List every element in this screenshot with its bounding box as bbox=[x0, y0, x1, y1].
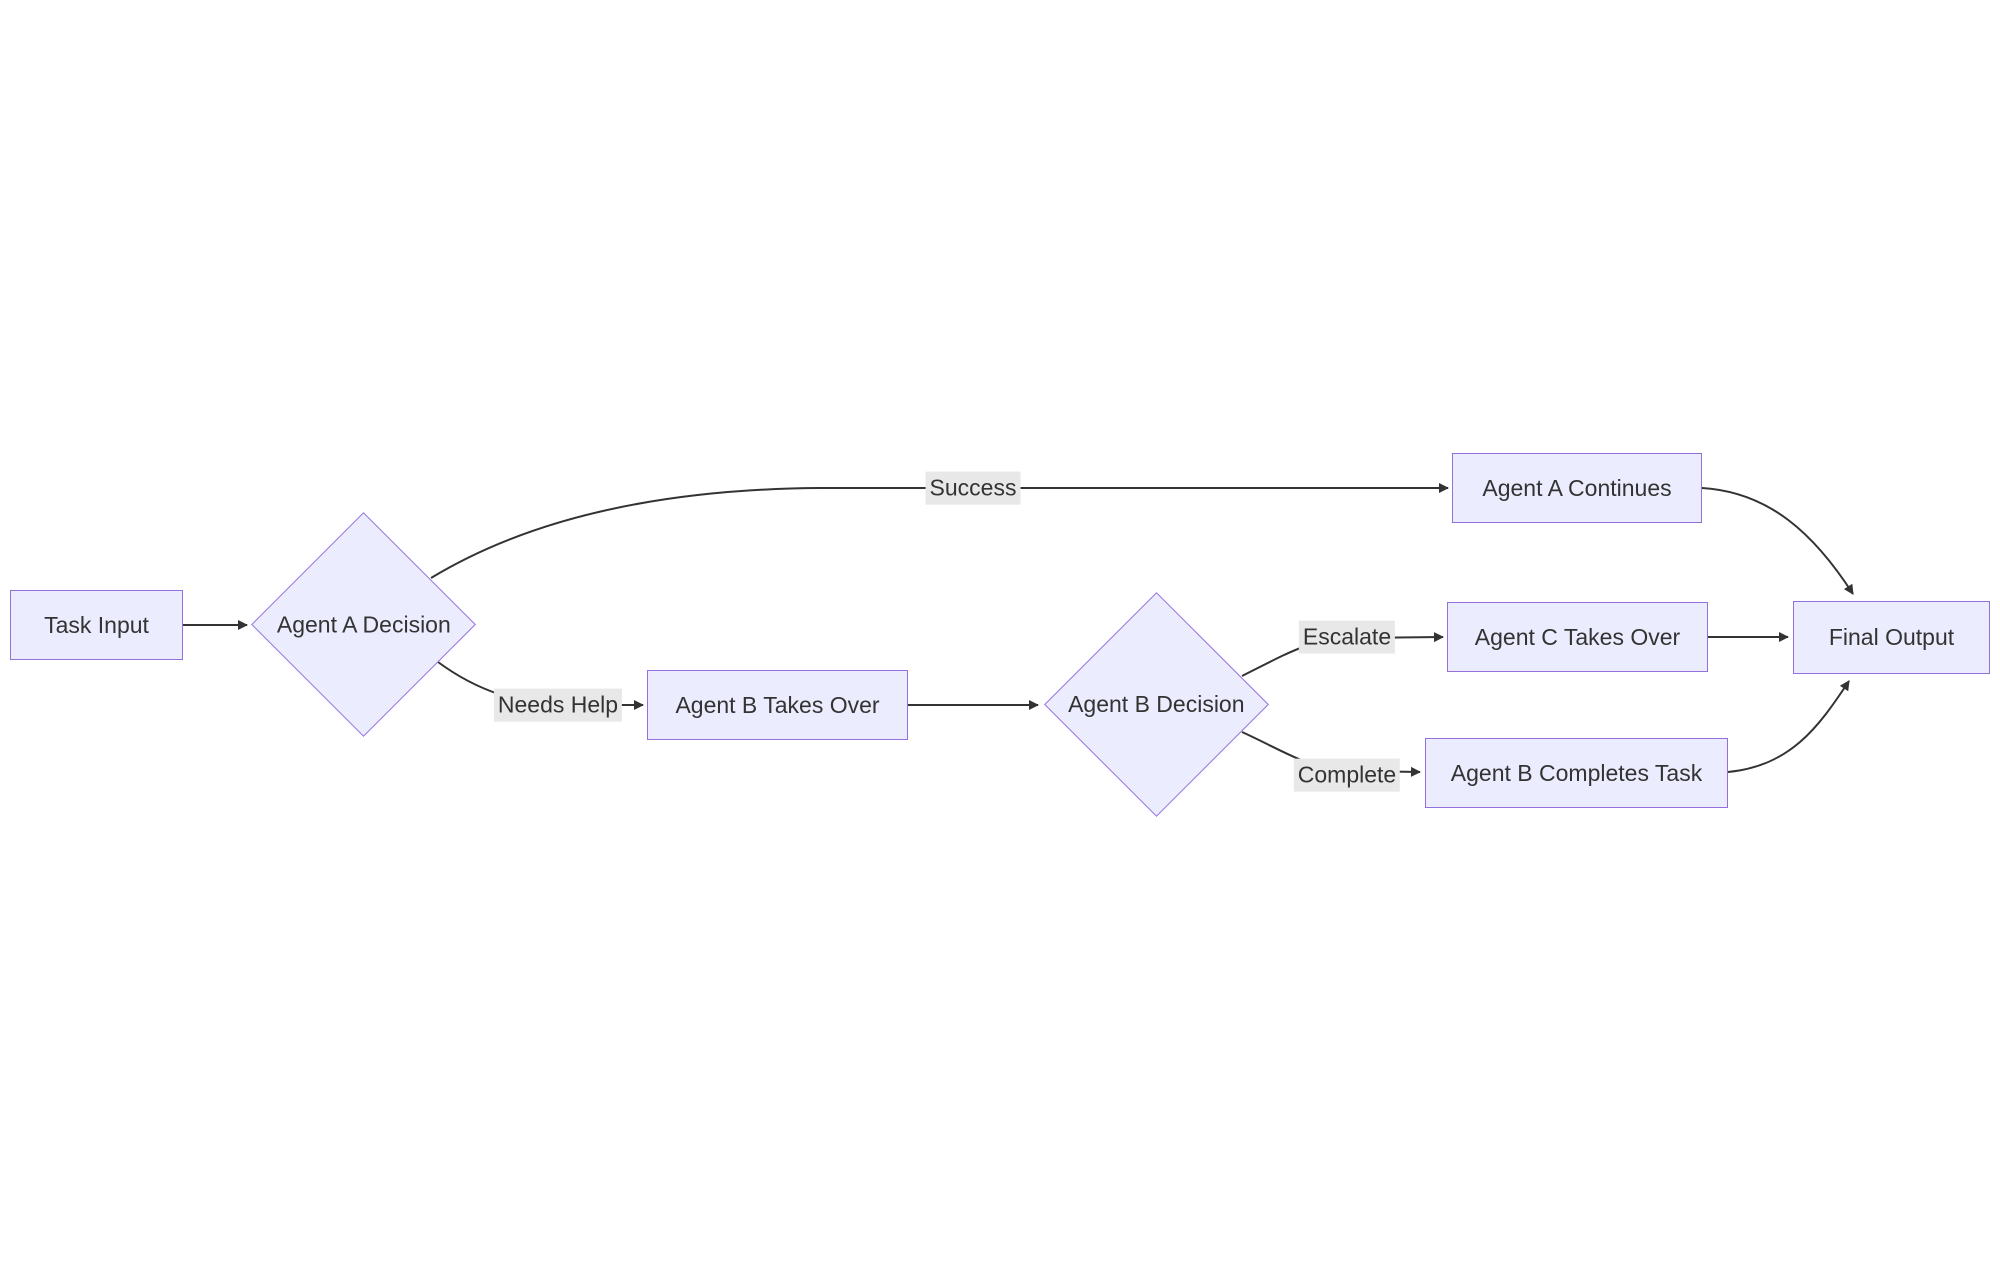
edge-label-complete: Complete bbox=[1293, 758, 1401, 792]
node-task-input-label: Task Input bbox=[44, 611, 149, 638]
edge-agent-a-decision-to-agent-a-continues bbox=[430, 483, 1449, 579]
node-agent-b-takes-over-label: Agent B Takes Over bbox=[675, 691, 880, 718]
edge-label-needs-help: Needs Help bbox=[493, 688, 623, 722]
node-agent-b-decision-label: Agent B Decision bbox=[1068, 691, 1245, 717]
edge-agent-a-continues-to-final-output bbox=[1701, 487, 1854, 595]
node-agent-b-completes-task: Agent B Completes Task bbox=[1425, 738, 1728, 808]
node-agent-a-decision-label: Agent A Decision bbox=[276, 611, 451, 637]
edge-agent-b-completes-task-to-final-output bbox=[1727, 680, 1850, 773]
node-agent-c-takes-over: Agent C Takes Over bbox=[1447, 602, 1708, 672]
edge-label-success: Success bbox=[925, 471, 1021, 505]
node-final-output: Final Output bbox=[1793, 601, 1990, 674]
node-agent-a-continues: Agent A Continues bbox=[1452, 453, 1702, 523]
edge-label-escalate: Escalate bbox=[1298, 620, 1396, 654]
node-agent-a-continues-label: Agent A Continues bbox=[1482, 474, 1672, 501]
node-agent-b-completes-task-label: Agent B Completes Task bbox=[1450, 759, 1703, 786]
node-agent-b-takes-over: Agent B Takes Over bbox=[647, 670, 908, 740]
node-agent-c-takes-over-label: Agent C Takes Over bbox=[1474, 623, 1681, 650]
node-final-output-label: Final Output bbox=[1828, 624, 1955, 650]
node-task-input: Task Input bbox=[10, 590, 183, 660]
